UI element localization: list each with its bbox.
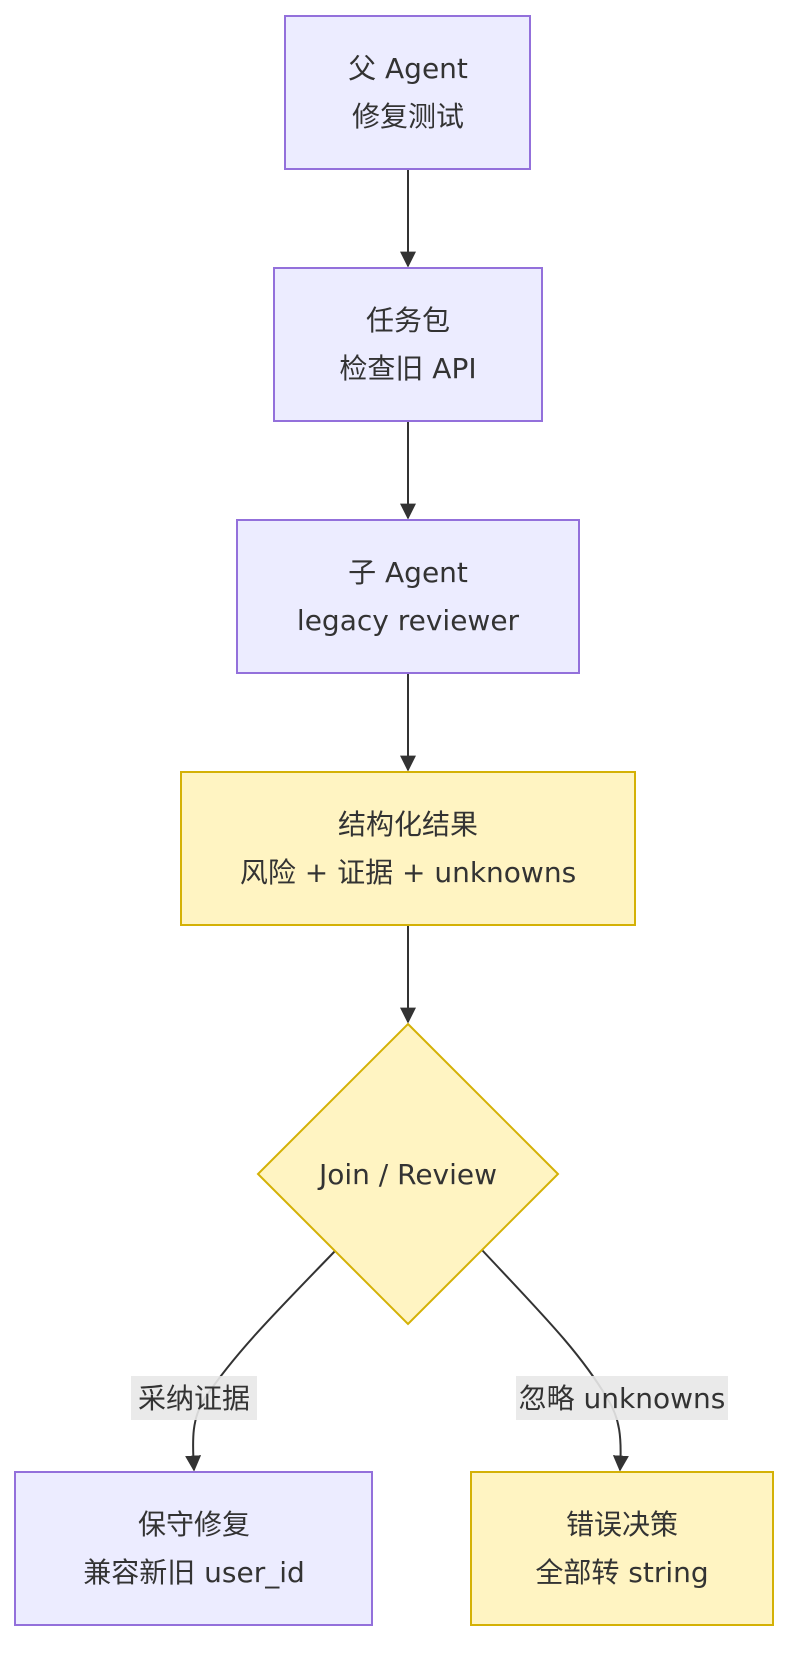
- node-conservative-fix-subtitle: 兼容新旧 user_id: [83, 1556, 305, 1589]
- edge-join-to-wrong: [481, 1249, 629, 1472]
- node-conservative-fix: 保守修复 兼容新旧 user_id: [14, 1471, 373, 1626]
- node-wrong-decision: 错误决策 全部转 string: [470, 1471, 774, 1626]
- node-child-agent-title: 子 Agent: [348, 556, 468, 589]
- node-structured-result-title: 结构化结果: [338, 808, 478, 841]
- node-child-agent-subtitle: legacy reviewer: [297, 604, 520, 637]
- node-wrong-decision-subtitle: 全部转 string: [535, 1556, 708, 1589]
- node-wrong-decision-title: 错误决策: [566, 1508, 678, 1541]
- node-task-package-subtitle: 检查旧 API: [339, 352, 476, 385]
- node-join-review-label: Join / Review: [317, 1158, 497, 1191]
- node-task-package-title: 任务包: [366, 304, 450, 337]
- edge-label-adopt-evidence: 采纳证据: [131, 1376, 257, 1420]
- node-structured-result-subtitle: 风险 + 证据 + unknowns: [240, 856, 576, 889]
- node-structured-result: 结构化结果 风险 + 证据 + unknowns: [180, 771, 636, 926]
- node-join-review: Join / Review: [256, 1022, 560, 1326]
- node-parent-agent-subtitle: 修复测试: [352, 100, 464, 133]
- node-task-package: 任务包 检查旧 API: [273, 267, 543, 422]
- node-child-agent: 子 Agent legacy reviewer: [236, 519, 580, 674]
- node-parent-agent: 父 Agent 修复测试: [284, 15, 531, 170]
- edge-label-ignore-unknowns-text: 忽略 unknowns: [519, 1382, 726, 1415]
- node-parent-agent-title: 父 Agent: [348, 52, 468, 85]
- edge-label-ignore-unknowns: 忽略 unknowns: [516, 1376, 728, 1420]
- node-conservative-fix-title: 保守修复: [138, 1508, 250, 1541]
- edge-label-adopt-evidence-text: 采纳证据: [138, 1382, 250, 1415]
- edge-join-to-conservative: [185, 1249, 337, 1472]
